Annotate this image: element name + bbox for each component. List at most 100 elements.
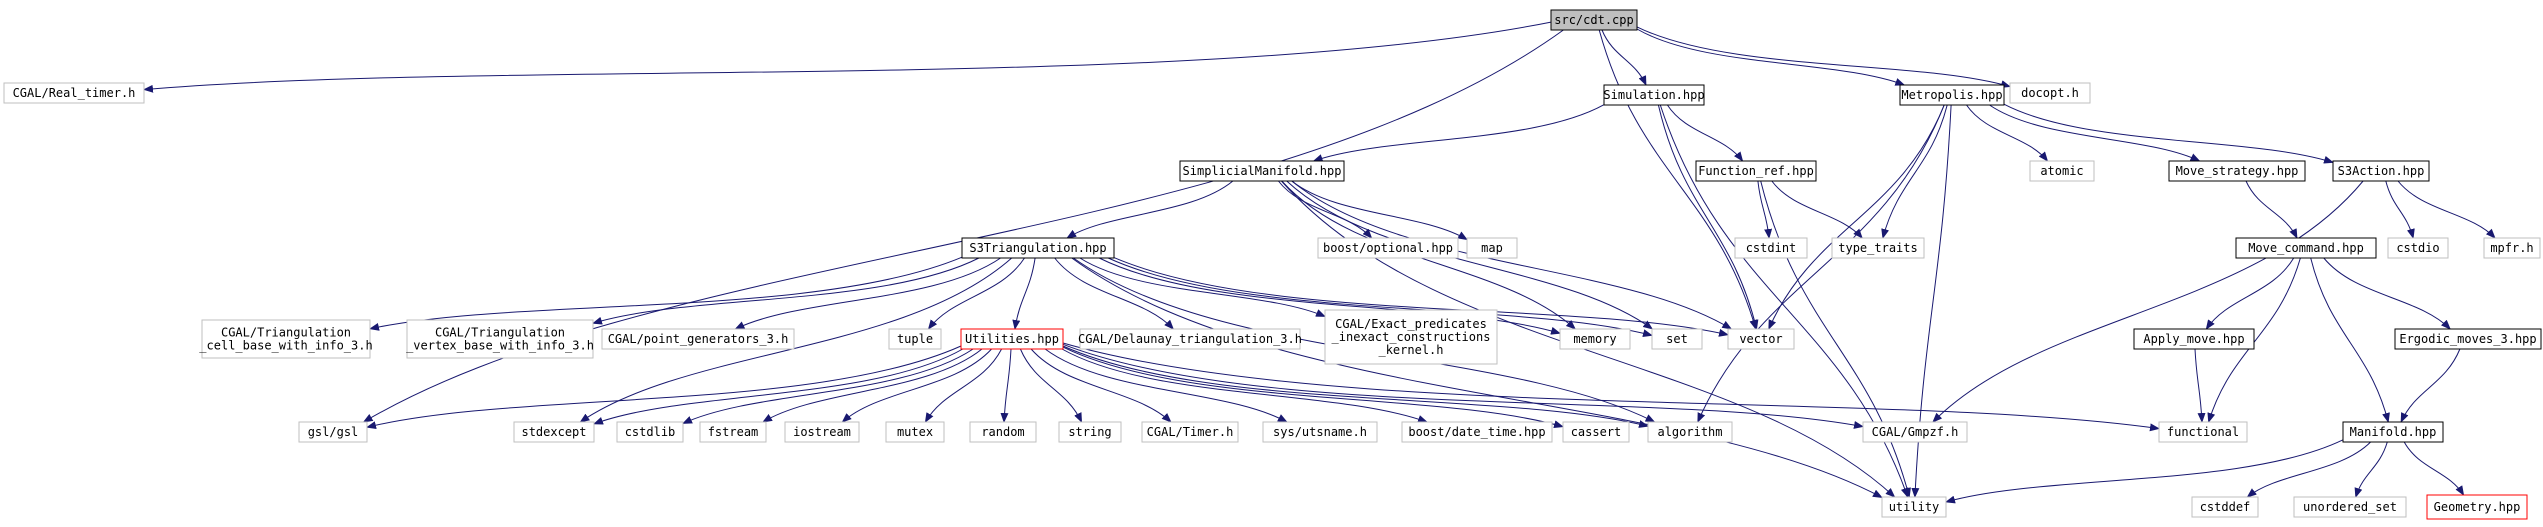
edge-movestrategy-to-movecommand: [2245, 180, 2298, 239]
edge-cdt-to-vector: [1598, 29, 1758, 330]
node-label-functionref: Function_ref.hpp: [1698, 164, 1814, 178]
node-boostopt: boost/optional.hpp: [1317, 237, 1459, 259]
node-label-string: string: [1068, 425, 1111, 439]
node-map: map: [1466, 237, 1518, 259]
node-label-geometry: Geometry.hpp: [2434, 500, 2521, 514]
node-utsname: sys/utsname.h: [1262, 421, 1378, 443]
node-delaunay: CGAL/Delaunay_triangulation_3.h: [1078, 328, 1302, 350]
edge-functionref-to-cstdint: [1757, 180, 1773, 239]
node-geometry[interactable]: Geometry.hpp: [2426, 494, 2528, 520]
node-box-s3tri: [961, 237, 1115, 259]
node-label-stdexcept: stdexcept: [521, 425, 586, 439]
node-memory: memory: [1559, 328, 1631, 350]
edge-metropolis-to-vector: [1768, 104, 1945, 330]
edge-s3tri-to-delaunay: [1054, 257, 1174, 330]
node-label-utsname: sys/utsname.h: [1273, 425, 1367, 439]
node-algorithm: algorithm: [1647, 421, 1733, 443]
edge-utilities-to-datetime: [1061, 348, 1428, 423]
edge-utilities-to-gmpzf: [1062, 343, 1864, 429]
edge-utilities-to-mutex: [924, 348, 1003, 423]
node-functionref[interactable]: Function_ref.hpp: [1695, 160, 1817, 182]
node-cstdint: cstdint: [1734, 237, 1808, 259]
node-unorderedset: unordered_set: [2293, 496, 2407, 518]
node-atomic: atomic: [2029, 160, 2095, 182]
node-box-cstddef: [2191, 496, 2259, 518]
node-label-cellbase-1: _cell_base_with_info_3.h: [199, 339, 372, 353]
node-movecommand[interactable]: Move_command.hpp: [2235, 237, 2377, 259]
node-label-gmpzf: CGAL/Gmpzf.h: [1872, 425, 1959, 439]
node-ergodic[interactable]: Ergodic_moves_3.hpp: [2394, 328, 2542, 350]
node-box-metropolis: [1899, 84, 2005, 106]
edge-manifold-to-utility: [1945, 439, 2344, 504]
node-box-cassert: [1562, 421, 1630, 443]
node-s3tri[interactable]: S3Triangulation.hpp: [961, 237, 1115, 259]
edge-s3tri-to-stdexcept: [579, 257, 1013, 423]
node-box-functionref: [1695, 160, 1817, 182]
edge-utilities-to-cgaltimer: [1030, 348, 1172, 423]
node-box-pointgen: [601, 328, 795, 350]
edge-s3action-to-gmpzf: [1932, 180, 2364, 423]
node-box-atomic: [2029, 160, 2095, 182]
node-box-delaunay: [1079, 328, 1301, 350]
node-label-cstdio: cstdio: [2396, 241, 2439, 255]
node-s3action[interactable]: S3Action.hpp: [2332, 160, 2430, 182]
node-cstdio: cstdio: [2387, 237, 2449, 259]
node-label-vertexbase-1: _vertex_base_with_info_3.h: [406, 339, 594, 353]
node-label-algorithm: algorithm: [1657, 425, 1722, 439]
node-cstddef: cstddef: [2191, 496, 2259, 518]
node-gsl: gsl/gsl: [298, 421, 368, 443]
edge-s3action-to-mpfr: [2397, 180, 2496, 239]
edge-simulation-to-functionref: [1666, 104, 1744, 162]
edge-s3tri-to-cellbase: [369, 256, 963, 331]
node-label-atomic: atomic: [2040, 164, 2083, 178]
node-box-cstdlib: [616, 421, 684, 443]
node-simulation[interactable]: Simulation.hpp: [1603, 84, 1705, 106]
node-iostream: iostream: [784, 421, 860, 443]
node-box-boostopt: [1317, 237, 1459, 259]
node-label-exactpred-0: CGAL/Exact_predicates: [1335, 317, 1487, 331]
node-label-iostream: iostream: [793, 425, 851, 439]
edge-cdt-to-simulation: [1601, 29, 1647, 86]
node-simplicial[interactable]: SimplicialManifold.hpp: [1179, 160, 1345, 182]
edge-functionref-to-utility: [1760, 180, 1911, 498]
node-box-gmpzf: [1862, 421, 1968, 443]
node-box-functional: [2158, 421, 2248, 443]
node-box-docopt: [2009, 82, 2091, 104]
node-applymove[interactable]: Apply_move.hpp: [2133, 328, 2255, 350]
node-movestrategy[interactable]: Move_strategy.hpp: [2168, 160, 2306, 182]
edge-cdt-to-docopt: [1636, 26, 2011, 88]
node-box-tuple: [888, 328, 942, 350]
edge-s3tri-to-tuple: [927, 257, 1025, 330]
node-label-exactpred-1: _inexact_constructions: [1332, 330, 1491, 344]
edge-utilities-to-utsname: [1044, 348, 1288, 423]
node-label-realtimer: CGAL/Real_timer.h: [13, 86, 136, 100]
node-box-unorderedset: [2293, 496, 2407, 518]
edge-s3tri-to-pointgen: [734, 257, 1001, 330]
edge-simplicial-to-boostopt: [1278, 180, 1373, 239]
edge-movecommand-to-ergodic: [2323, 257, 2451, 330]
node-box-typetraits: [1831, 237, 1925, 259]
node-vertexbase: CGAL/Triangulation_vertex_base_with_info…: [406, 319, 594, 359]
node-utilities[interactable]: Utilities.hpp: [960, 328, 1064, 350]
node-string: string: [1058, 421, 1122, 443]
node-box-exactpred: [1324, 309, 1498, 365]
node-box-iostream: [784, 421, 860, 443]
edge-utilities-to-random: [1000, 348, 1012, 423]
node-cdt[interactable]: src/cdt.cpp: [1550, 9, 1638, 31]
edge-s3tri-to-vector: [1113, 257, 1729, 337]
node-box-datetime: [1401, 421, 1553, 443]
node-cstdlib: cstdlib: [616, 421, 684, 443]
node-label-mpfr: mpfr.h: [2490, 241, 2533, 255]
edge-manifold-to-unorderedset: [2354, 441, 2388, 498]
node-manifold[interactable]: Manifold.hpp: [2342, 421, 2444, 443]
node-fstream: fstream: [699, 421, 767, 443]
node-box-utilities: [960, 328, 1064, 350]
node-label-metropolis: Metropolis.hpp: [1901, 88, 2002, 102]
node-metropolis[interactable]: Metropolis.hpp: [1899, 84, 2005, 106]
node-box-map: [1466, 237, 1518, 259]
node-box-simplicial: [1179, 160, 1345, 182]
edge-metropolis-to-algorithm: [1697, 104, 1945, 423]
node-box-ergodic: [2394, 328, 2542, 350]
edge-s3tri-to-utility: [1071, 257, 1883, 498]
node-pointgen: CGAL/point_generators_3.h: [601, 328, 795, 350]
